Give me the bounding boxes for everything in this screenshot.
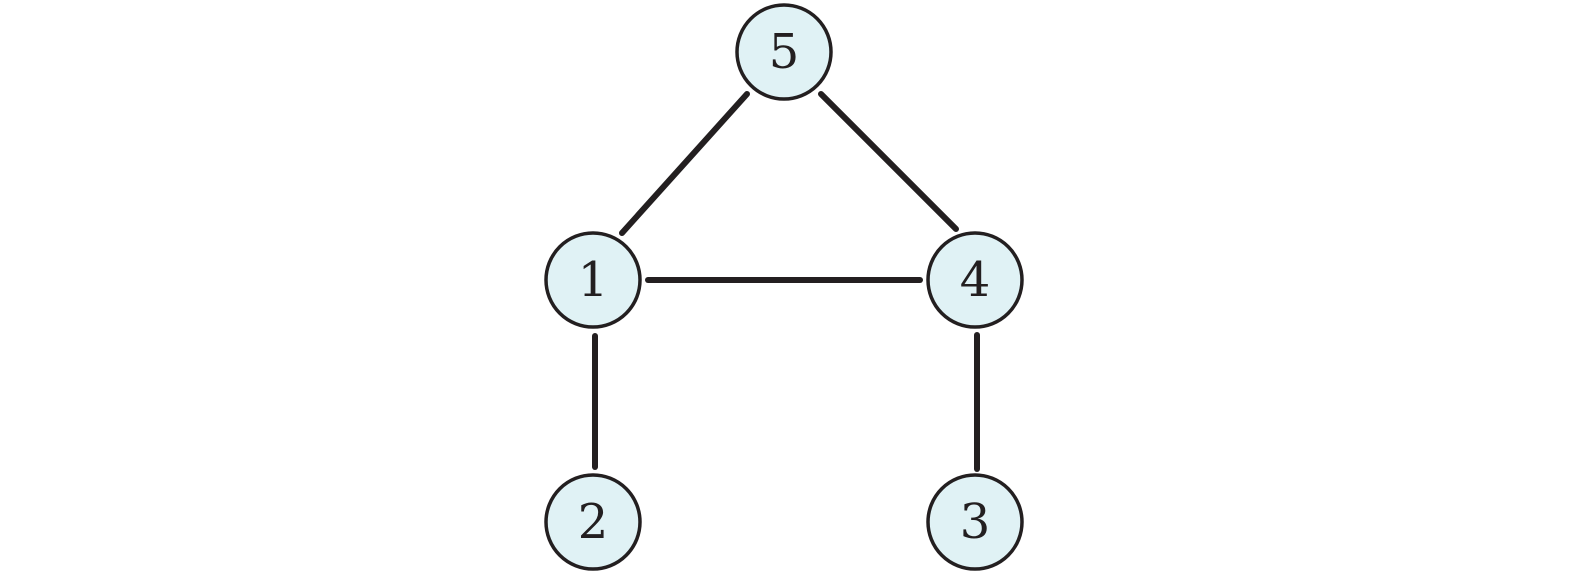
- node-label: 5: [769, 24, 800, 80]
- node-label: 1: [578, 252, 609, 308]
- node-circle: [544, 473, 642, 571]
- node-4: 4: [926, 231, 1024, 329]
- node-2: 2: [544, 473, 642, 571]
- node-1: 1: [544, 231, 642, 329]
- node-5: 5: [735, 3, 833, 101]
- nodes-layer: 5 1 4 2 3: [544, 3, 1024, 571]
- edge-5-1: [619, 91, 750, 236]
- node-label: 3: [960, 494, 991, 550]
- edges-layer: [592, 91, 980, 472]
- node-circle: [926, 231, 1024, 329]
- node-label: 2: [578, 494, 609, 550]
- node-3: 3: [926, 473, 1024, 571]
- node-circle: [735, 3, 833, 101]
- edge-5-4: [818, 91, 959, 232]
- node-label: 4: [960, 252, 991, 308]
- node-circle: [926, 473, 1024, 571]
- node-circle: [544, 231, 642, 329]
